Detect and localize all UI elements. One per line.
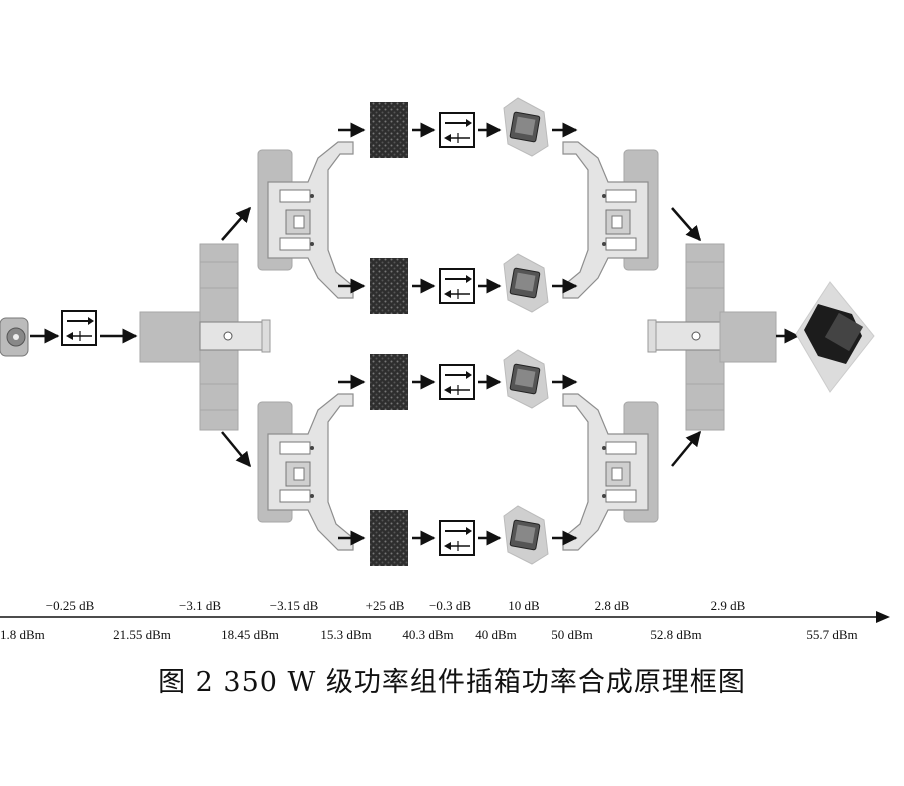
power-label: 15.3 dBm — [320, 627, 371, 642]
sub-combiner-lower-icon — [562, 393, 659, 551]
gain-label: −0.25 dB — [46, 598, 95, 613]
gain-label: 10 dB — [508, 598, 540, 613]
gain-label: −3.15 dB — [270, 598, 319, 613]
figure-caption: 图 2 350 W 级功率组件插箱功率合成原理框图 — [158, 667, 746, 698]
level-axis — [0, 611, 890, 623]
gain-label: −3.1 dB — [179, 598, 221, 613]
power-label: 55.7 dBm — [806, 627, 857, 642]
gain-label: +25 dB — [366, 598, 405, 613]
gain-label: 2.8 dB — [595, 598, 630, 613]
sub-combiner-upper-icon — [562, 141, 659, 299]
output-waveguide-icon — [795, 281, 875, 393]
sub-divider-upper-icon — [257, 141, 354, 299]
branch-1 — [338, 97, 578, 158]
input-connector-icon — [0, 317, 29, 357]
power-label: 1.8 dBm — [0, 627, 45, 642]
branch-2 — [338, 253, 578, 314]
power-label: 52.8 dBm — [650, 627, 701, 642]
gain-label: −0.3 dB — [429, 598, 471, 613]
main-combiner-icon — [647, 243, 777, 431]
power-amp-1-icon — [503, 97, 549, 157]
power-label: 50 dBm — [551, 627, 593, 642]
input-isolator-icon — [61, 310, 97, 346]
sub-divider-lower-icon — [257, 393, 354, 551]
driver-amp-1-icon — [370, 102, 408, 158]
power-label: 18.45 dBm — [221, 627, 279, 642]
power-label: 40.3 dBm — [402, 627, 453, 642]
power-label: 21.55 dBm — [113, 627, 171, 642]
gain-label: 2.9 dB — [711, 598, 746, 613]
main-divider-icon — [139, 243, 271, 431]
branch-3 — [338, 349, 578, 410]
power-label: 40 dBm — [475, 627, 517, 642]
branch-4 — [338, 505, 578, 566]
